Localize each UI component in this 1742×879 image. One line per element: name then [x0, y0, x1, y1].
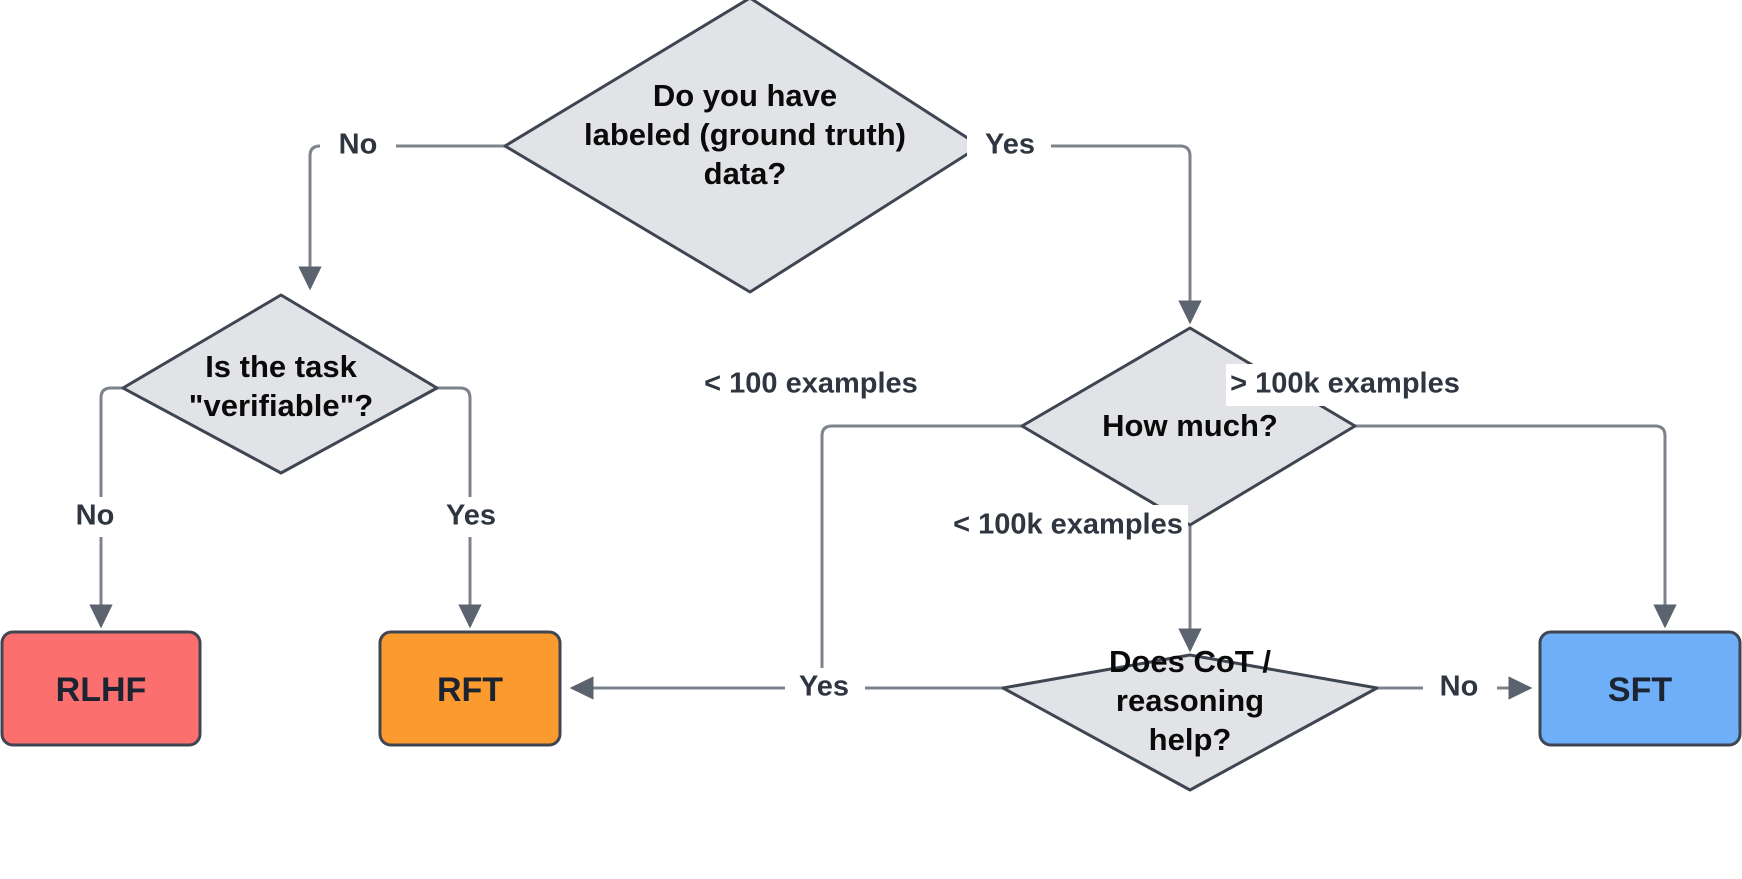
edge-howmuch-small — [569, 424, 1022, 700]
edge-label-labeled-no: No — [320, 126, 396, 166]
node-cot-help[interactable]: Does CoT / reasoning help? — [1001, 644, 1379, 792]
edge-howmuch-large — [1355, 424, 1677, 629]
how-much-line-1: How much? — [1102, 408, 1278, 443]
node-rlhf[interactable]: RLHF — [0, 630, 202, 747]
edge-label-labeled-yes-text: Yes — [985, 129, 1035, 161]
cot-help-line-2: reasoning — [1116, 683, 1264, 718]
verifiable-diamond — [121, 293, 439, 475]
edge-label-cot-no: No — [1423, 668, 1497, 708]
labeled-data-diamond — [503, 0, 982, 294]
labeled-data-line-3: data? — [704, 156, 787, 191]
edge-label-verifiable-yes-text: Yes — [446, 500, 496, 532]
edge-verifiable-yes — [437, 386, 482, 629]
edge-label-cot-yes: Yes — [785, 668, 865, 708]
node-verifiable[interactable]: Is the task "verifiable"? — [121, 293, 439, 475]
cot-help-diamond — [1001, 653, 1379, 792]
node-labeled-data[interactable]: Do you have labeled (ground truth) data? — [503, 0, 982, 294]
edge-labeled-yes — [980, 144, 1202, 325]
rft-box — [378, 630, 562, 747]
edge-label-howmuch-large: > 100k examples — [1226, 364, 1464, 406]
edge-label-howmuch-mid: < 100k examples — [948, 505, 1188, 547]
edge-verifiable-no — [89, 386, 123, 629]
labeled-data-line-1: Do you have — [653, 78, 837, 113]
verifiable-line-1: Is the task — [205, 349, 357, 384]
rlhf-label: RLHF — [56, 671, 147, 709]
edge-labeled-no — [298, 144, 505, 291]
sft-box — [1538, 630, 1742, 747]
edge-label-verifiable-no: No — [62, 497, 134, 537]
labeled-data-line-2: labeled (ground truth) — [584, 117, 906, 152]
edge-label-verifiable-yes: Yes — [434, 497, 512, 537]
rft-label: RFT — [437, 671, 503, 709]
node-sft[interactable]: SFT — [1538, 630, 1742, 747]
edge-label-cot-no-text: No — [1440, 671, 1479, 703]
rlhf-box — [0, 630, 202, 747]
edge-label-cot-yes-text: Yes — [799, 671, 849, 703]
edge-label-labeled-yes: Yes — [967, 126, 1051, 166]
edge-label-howmuch-small-text: < 100 examples — [704, 368, 918, 400]
cot-help-line-3: help? — [1149, 722, 1232, 757]
edge-label-labeled-no-text: No — [339, 129, 378, 161]
node-how-much[interactable]: How much? — [1020, 326, 1357, 527]
verifiable-line-2: "verifiable"? — [189, 388, 373, 423]
edge-label-howmuch-small: < 100 examples — [700, 364, 920, 406]
sft-label: SFT — [1608, 671, 1672, 709]
node-rft[interactable]: RFT — [378, 630, 562, 747]
cot-help-line-1: Does CoT / — [1109, 644, 1271, 679]
edge-label-verifiable-no-text: No — [76, 500, 115, 532]
edge-label-howmuch-mid-text: < 100k examples — [953, 509, 1183, 541]
edge-label-howmuch-large-text: > 100k examples — [1230, 368, 1460, 400]
